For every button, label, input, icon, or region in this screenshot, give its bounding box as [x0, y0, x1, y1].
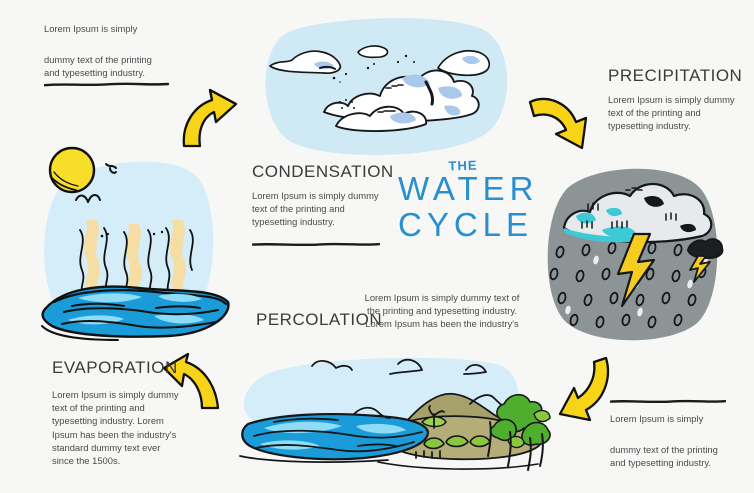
page-title: THE WATER CYCLE: [398, 157, 539, 243]
bottom-right-note: Lorem Ipsum is simply dummy text of the …: [610, 412, 750, 470]
percolation-landscape: [238, 352, 554, 493]
clouds-panel: [258, 16, 516, 167]
title-line-1: WATER: [398, 170, 539, 207]
top-left-divider: [44, 82, 169, 87]
bottom-right-divider: [610, 399, 726, 404]
top-left-note-line3: and typesetting industry.: [44, 67, 145, 79]
bottom-right-note-line1: Lorem Ipsum is simply: [610, 413, 704, 424]
condensation-section: CONDENSATION Lorem Ipsum is simply dummy…: [252, 162, 394, 229]
evaporation-body: Lorem Ipsum is simply dummy text of the …: [52, 389, 179, 467]
condensation-body: Lorem Ipsum is simply dummy text of the …: [252, 190, 379, 228]
condensation-divider: [252, 242, 380, 247]
arrow-precipitation-to-percolation: [552, 352, 618, 427]
arrow-condensation-to-precipitation: [524, 88, 596, 159]
evaporation-panel: [38, 142, 234, 347]
arrow-evaporation-to-condensation: [174, 88, 242, 155]
top-left-note-line1: Lorem Ipsum is simply: [44, 23, 138, 34]
percolation-body: Lorem Ipsum is simply dummy text of the …: [364, 292, 520, 330]
percolation-body-wrap: Lorem Ipsum is simply dummy text of the …: [364, 291, 520, 331]
condensation-heading: CONDENSATION: [252, 162, 394, 181]
precipitation-section: PRECIPITATION Lorem Ipsum is simply dumm…: [608, 66, 748, 133]
percolation-heading: PERCOLATION: [256, 310, 383, 329]
precipitation-heading: PRECIPITATION: [608, 66, 743, 85]
arrow-percolation-to-evaporation: [160, 352, 226, 421]
bottom-right-note-line2: dummy text of the printing: [610, 444, 718, 456]
bottom-right-note-line3: and typesetting industry.: [610, 457, 711, 469]
precipitation-body: Lorem Ipsum is simply dummy text of the …: [608, 94, 735, 132]
top-left-note-line2: dummy text of the printing: [44, 54, 152, 66]
percolation-section: PERCOLATION: [256, 310, 382, 330]
storm-circle: [540, 164, 726, 351]
evaporation-heading: EVAPORATION: [52, 358, 178, 377]
evaporation-section: EVAPORATION Lorem Ipsum is simply dummy …: [52, 358, 182, 467]
title-line-2: CYCLE: [398, 206, 534, 243]
top-left-note: Lorem Ipsum is simply dummy text of the …: [44, 22, 204, 80]
